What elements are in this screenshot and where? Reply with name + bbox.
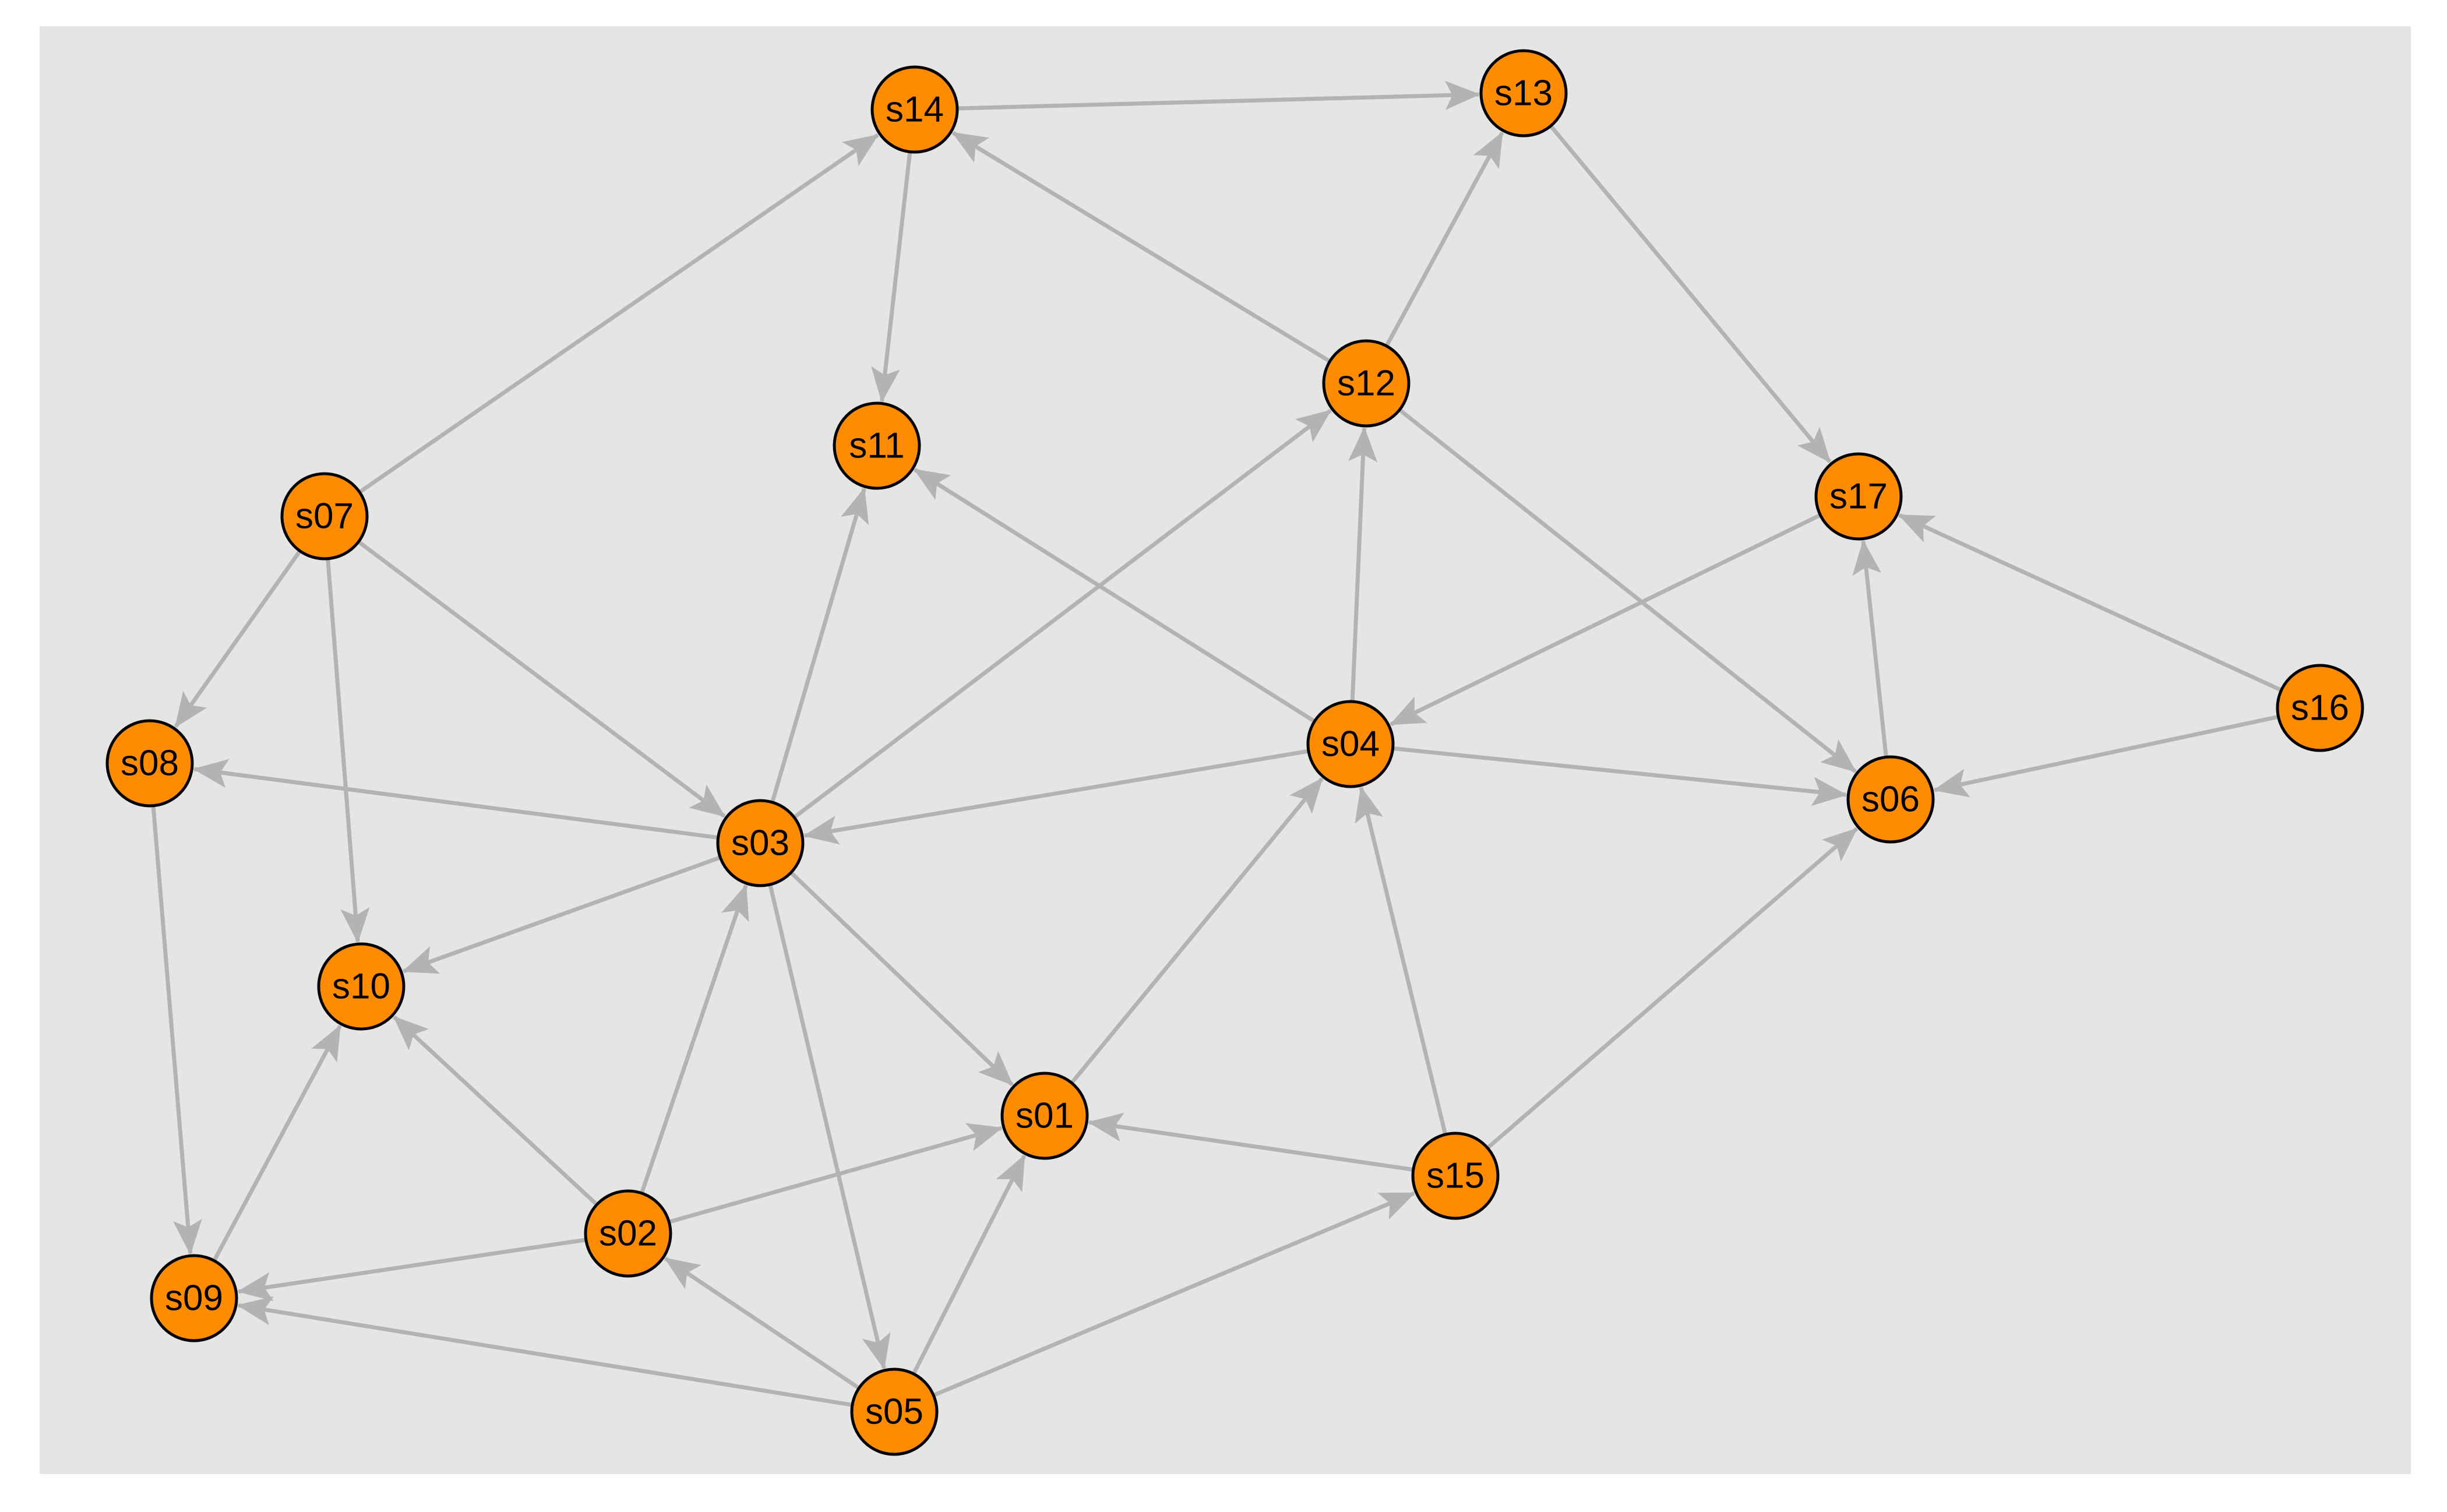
node-circle xyxy=(105,719,194,808)
edge-s16-to-s06 xyxy=(1933,714,2279,798)
node-s01: s01 xyxy=(1000,1072,1089,1160)
edge-s07-to-s14 xyxy=(358,133,879,494)
node-s13: s13 xyxy=(1479,49,1568,138)
node-circle xyxy=(584,1189,672,1278)
node-label: s13 xyxy=(1494,73,1553,114)
node-circle xyxy=(716,799,805,887)
node-s06: s06 xyxy=(1846,755,1935,844)
node-circle xyxy=(1846,755,1935,844)
node-s02: s02 xyxy=(584,1189,672,1278)
node-label: s07 xyxy=(295,496,354,537)
node-s12: s12 xyxy=(1322,339,1411,428)
plot-panel xyxy=(40,26,2411,1474)
edge-s05-to-s02 xyxy=(664,1256,861,1390)
edge-s04-to-s12 xyxy=(1348,427,1378,702)
nodes-layer: s01 s02 s03 s04 s05 s06 s07 s08 s09 s10 s11 s12 s13 s… xyxy=(105,49,2364,1456)
edge-s13-to-s17 xyxy=(1549,124,1832,464)
edge-s04-to-s03 xyxy=(803,749,1309,845)
node-circle xyxy=(1479,49,1568,138)
node-s11: s11 xyxy=(833,401,921,490)
edge-s12-to-s13 xyxy=(1384,131,1504,347)
node-circle xyxy=(1814,452,1903,541)
edges-layer xyxy=(151,80,2283,1407)
edge-s01-to-s04 xyxy=(1070,777,1324,1084)
edge-s02-to-s03 xyxy=(640,884,749,1194)
node-circle xyxy=(1306,700,1395,788)
edge-s03-to-s12 xyxy=(793,408,1332,819)
node-s05: s05 xyxy=(850,1368,939,1456)
edge-s04-to-s06 xyxy=(1392,746,1847,806)
node-s07: s07 xyxy=(280,472,369,561)
node-label: s02 xyxy=(599,1214,657,1254)
node-s08: s08 xyxy=(105,719,194,808)
edge-s07-to-s03 xyxy=(357,540,726,818)
node-s03: s03 xyxy=(716,799,805,887)
node-label: s01 xyxy=(1016,1096,1074,1136)
node-circle xyxy=(317,942,406,1031)
node-s04: s04 xyxy=(1306,700,1395,788)
node-circle xyxy=(150,1254,238,1342)
node-s10: s10 xyxy=(317,942,406,1031)
node-circle xyxy=(1411,1132,1500,1220)
edge-s06-to-s17 xyxy=(1852,540,1888,757)
edge-s05-to-s15 xyxy=(932,1191,1416,1397)
node-label: s06 xyxy=(1861,780,1920,820)
node-label: s03 xyxy=(731,823,789,864)
edge-s02-to-s10 xyxy=(393,1015,598,1206)
node-s14: s14 xyxy=(870,65,959,154)
edge-s07-to-s10 xyxy=(326,558,370,943)
node-label: s12 xyxy=(1337,364,1395,404)
edge-s03-to-s05 xyxy=(768,884,891,1370)
edge-s15-to-s04 xyxy=(1355,786,1448,1135)
node-circle xyxy=(2276,664,2364,752)
edge-s05-to-s09 xyxy=(237,1296,853,1407)
edge-s07-to-s08 xyxy=(174,549,302,728)
edge-s12-to-s06 xyxy=(1398,408,1857,773)
edge-s09-to-s10 xyxy=(212,1024,342,1262)
node-circle xyxy=(833,401,921,490)
edge-s02-to-s01 xyxy=(668,1123,1003,1224)
node-s15: s15 xyxy=(1411,1132,1500,1220)
node-label: s11 xyxy=(849,426,904,466)
node-label: s14 xyxy=(886,90,944,130)
edge-s15-to-s01 xyxy=(1087,1112,1414,1172)
edge-s04-to-s11 xyxy=(914,468,1316,724)
node-circle xyxy=(850,1368,939,1456)
node-label: s04 xyxy=(1321,724,1380,764)
edge-s16-to-s17 xyxy=(1898,513,2283,692)
node-s09: s09 xyxy=(150,1254,238,1342)
edge-s03-to-s11 xyxy=(770,487,869,803)
node-label: s05 xyxy=(865,1392,923,1432)
node-s16: s16 xyxy=(2276,664,2364,752)
edge-s12-to-s14 xyxy=(951,131,1331,364)
edge-s03-to-s10 xyxy=(402,855,721,974)
node-label: s09 xyxy=(165,1278,223,1319)
node-circle xyxy=(1000,1072,1089,1160)
edge-s17-to-s04 xyxy=(1389,513,1821,727)
node-label: s08 xyxy=(121,743,179,784)
edge-s14-to-s11 xyxy=(871,151,912,403)
node-label: s17 xyxy=(1829,477,1888,517)
node-label: s15 xyxy=(1426,1156,1485,1196)
edge-s05-to-s01 xyxy=(911,1154,1027,1375)
edge-s08-to-s09 xyxy=(151,805,202,1255)
node-label: s16 xyxy=(2291,688,2349,728)
edge-s03-to-s08 xyxy=(192,759,719,840)
node-circle xyxy=(870,65,959,154)
edge-s03-to-s01 xyxy=(789,871,1014,1087)
node-label: s10 xyxy=(332,967,390,1007)
edge-s02-to-s09 xyxy=(237,1238,587,1301)
node-s17: s17 xyxy=(1814,452,1903,541)
node-circle xyxy=(280,472,369,561)
node-circle xyxy=(1322,339,1411,428)
edge-s15-to-s06 xyxy=(1486,827,1859,1150)
edge-s14-to-s13 xyxy=(957,80,1480,111)
